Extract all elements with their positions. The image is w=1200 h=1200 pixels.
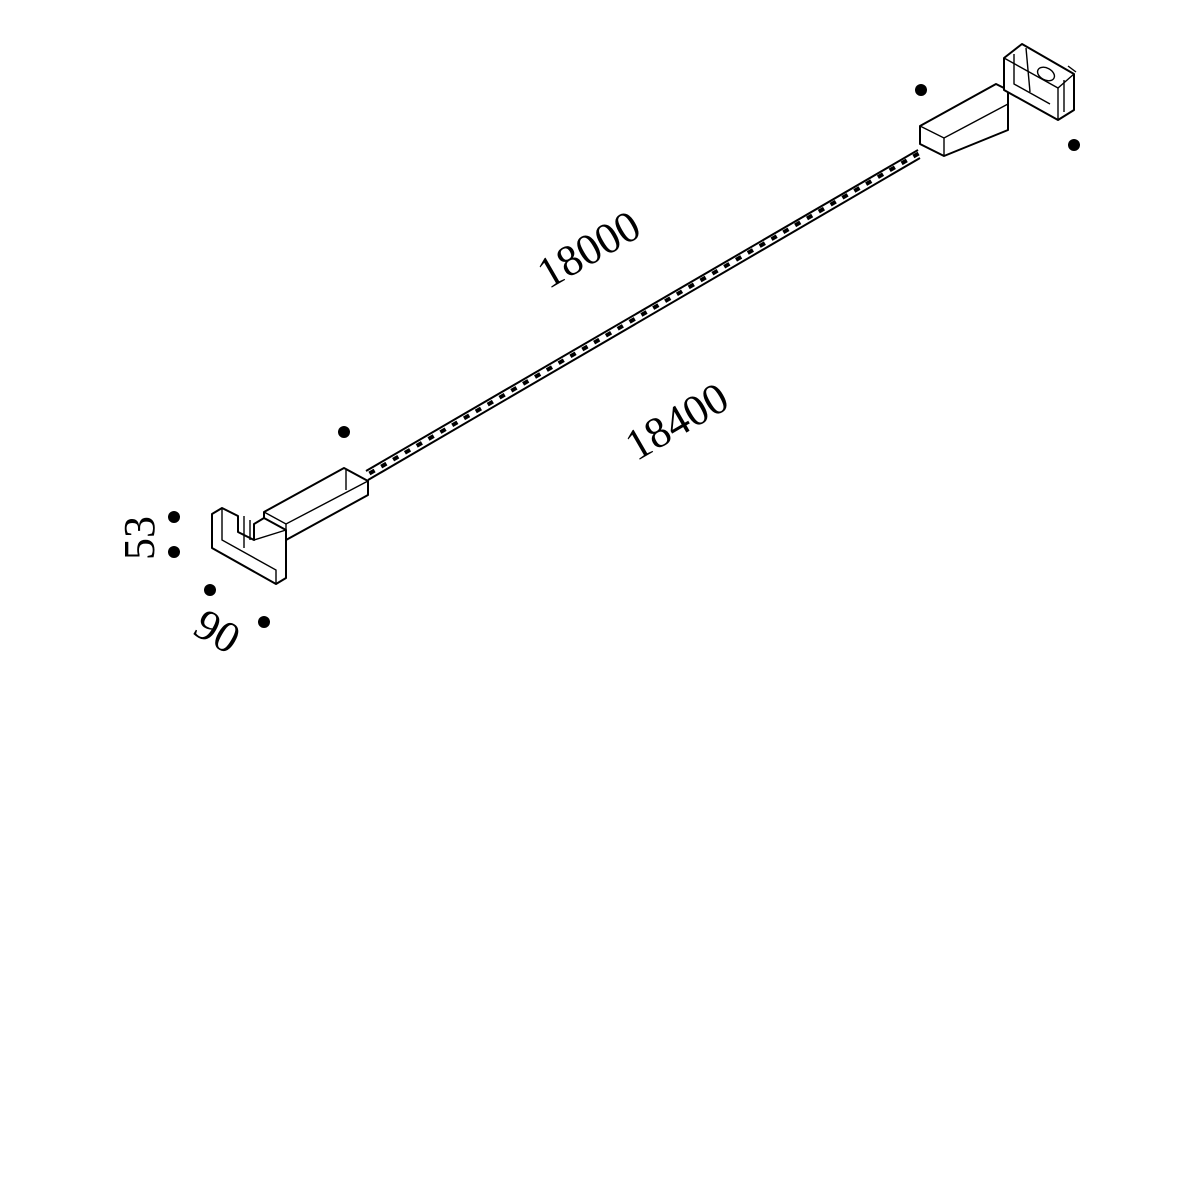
dim-dot-width-end — [258, 616, 270, 628]
led-chip — [770, 234, 778, 241]
led-chip — [604, 330, 613, 338]
led-chip — [474, 406, 482, 414]
led-chip-marks — [368, 151, 920, 476]
dim-dot-width-start — [204, 584, 216, 596]
dim-dot-height-top — [168, 511, 180, 523]
led-chip — [652, 303, 660, 310]
led-chip — [640, 310, 648, 317]
led-chip — [829, 199, 837, 207]
dimension-inner-length: 18000 — [529, 201, 649, 298]
dim-dot-inner-start — [338, 426, 350, 438]
led-chip — [380, 461, 388, 469]
led-chip — [782, 227, 790, 235]
led-chip — [510, 386, 518, 393]
led-chip — [900, 158, 908, 166]
right-end-connector — [919, 43, 1077, 157]
led-strip — [365, 149, 921, 481]
led-chip — [664, 296, 672, 303]
led-chip — [427, 434, 435, 441]
led-chip — [569, 351, 577, 359]
dim-dot-height-bottom — [168, 546, 180, 558]
led-chip — [746, 248, 754, 255]
led-chip — [593, 337, 601, 345]
led-chip — [817, 206, 825, 214]
led-chip — [876, 172, 885, 179]
dim-dot-inner-end — [915, 84, 927, 96]
dimension-total-length: 18400 — [617, 373, 737, 470]
led-chip — [392, 454, 400, 462]
led-chip — [545, 365, 553, 372]
dimension-dots — [168, 84, 1080, 628]
led-chip — [806, 213, 814, 221]
led-chip — [687, 282, 695, 290]
led-chip — [794, 220, 802, 228]
led-chip — [912, 151, 920, 159]
dimension-width: 90 — [186, 599, 249, 663]
dim-dot-total-end — [1068, 139, 1080, 151]
dimension-height: 53 — [115, 516, 164, 560]
led-chip — [403, 448, 412, 455]
led-chip — [581, 344, 589, 352]
led-chip — [628, 317, 636, 324]
led-chip — [888, 165, 896, 173]
led-chip — [758, 241, 766, 248]
led-chip — [498, 392, 506, 400]
led-chip — [723, 262, 731, 269]
led-chip — [865, 179, 873, 186]
led-chip — [841, 193, 849, 200]
led-chip — [451, 420, 459, 428]
led-chip — [557, 358, 565, 365]
led-chip — [675, 289, 684, 297]
led-chip — [534, 372, 542, 379]
led-chip — [463, 413, 471, 421]
led-chip — [415, 441, 423, 448]
led-chip — [735, 255, 743, 262]
led-chip — [699, 275, 707, 283]
led-chip — [522, 379, 530, 386]
led-chip — [486, 399, 494, 407]
left-end-connector — [211, 467, 369, 585]
led-chip — [711, 268, 719, 276]
led-chip — [853, 186, 861, 193]
led-chip — [368, 468, 376, 476]
led-chip — [439, 427, 447, 434]
led-chip — [616, 324, 624, 331]
